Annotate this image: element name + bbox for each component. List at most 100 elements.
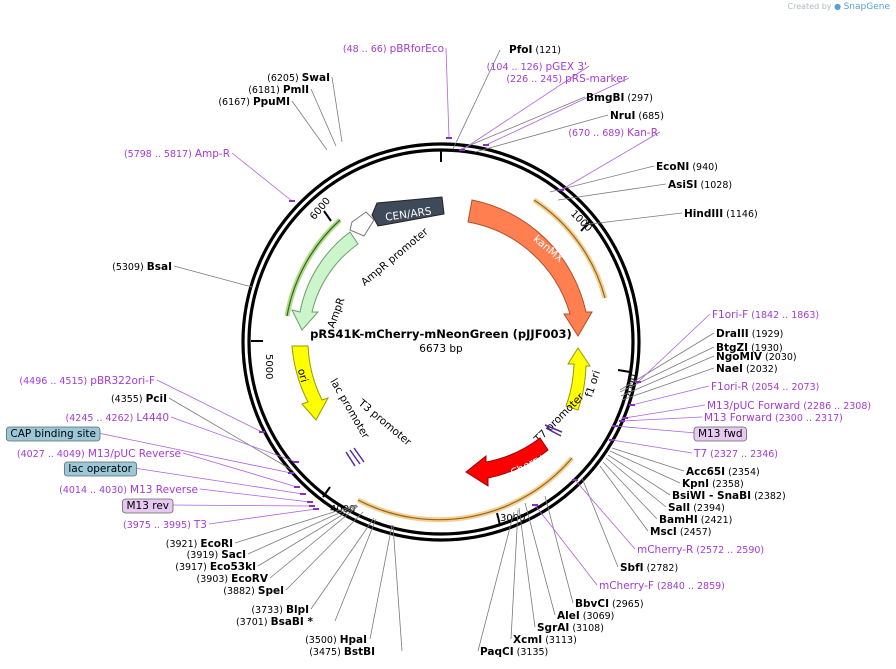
site-label-msci: MscI (2457) xyxy=(650,526,711,538)
site-label-bsai: (5309) BsaI xyxy=(112,261,172,273)
site-label-alei: AleI (3069) xyxy=(557,610,614,622)
site-label-pfoi: PfoI (121) xyxy=(509,44,561,56)
site-label-naei: NaeI (2032) xyxy=(716,363,778,375)
feature-ori: ori xyxy=(291,345,330,421)
primer-label-m13-puc-forward: M13/pUC Forward (2286 .. 2308) xyxy=(707,400,871,412)
site-leader-line xyxy=(607,454,671,496)
feature-label-ampr-promoter: AmpR promoter xyxy=(359,225,431,288)
site-leader-line xyxy=(544,495,574,604)
site-label-econi: EcoNI (940) xyxy=(656,161,718,173)
site-leader-line xyxy=(331,76,343,143)
primer-leader-line xyxy=(97,432,292,474)
primer-leader-line xyxy=(156,379,263,433)
site-label-nrui: NruI (685) xyxy=(610,110,664,122)
site-label-ngomiv: NgoMIV (2030) xyxy=(716,351,797,363)
primer-leader-line xyxy=(611,439,693,454)
snapgene-credit: Created by ● SnapGene xyxy=(788,2,891,12)
site-leader-line xyxy=(524,502,556,616)
leader-lines xyxy=(97,47,715,652)
primer-label-m13-fwd: M13 fwd xyxy=(698,428,743,440)
primer-label-f1ori-r: F1ori-R (2054 .. 2073) xyxy=(711,381,819,393)
site-leader-line xyxy=(477,511,515,652)
site-leader-line xyxy=(619,332,715,391)
feature-box-lac-operator xyxy=(63,461,138,477)
site-leader-line xyxy=(452,49,501,150)
feature-cen-ars: CEN/ARS xyxy=(371,196,445,227)
site-label-acc65i: Acc65I (2354) xyxy=(686,466,760,478)
primer-leader-line xyxy=(621,416,703,422)
primer-label-m13-puc-reverse: (4027 .. 4049) M13/pUC Reverse xyxy=(17,448,181,460)
site-leader-line xyxy=(621,367,715,401)
tick-5000: 5000 xyxy=(263,354,274,379)
credit-brand: SnapGene xyxy=(843,2,890,12)
primer-leader-line xyxy=(208,508,317,525)
primer-label-lac-operator: lac operator xyxy=(68,463,132,475)
site-leader-line xyxy=(334,518,377,622)
site-label-saci: (3919) SacI xyxy=(187,549,246,561)
primer-label-f1ori-f: F1ori-F (1842 .. 1863) xyxy=(712,309,819,321)
site-leader-line xyxy=(557,183,667,201)
primer-leader-line xyxy=(199,488,311,503)
primer-label-t3: (3975 .. 3995) T3 xyxy=(123,519,207,531)
primer-label-t7: T7 (2327 .. 2346) xyxy=(693,448,778,460)
site-label-blpi: (3733) BlpI xyxy=(251,604,309,616)
primer-label-prs-marker: (226 .. 245) pRS-marker xyxy=(506,73,627,85)
feature-label-f1-ori: f1 ori xyxy=(583,369,603,399)
site-leader-line xyxy=(474,114,609,153)
site-label-asisi: AsiSI (1028) xyxy=(668,179,732,191)
primer-labels: (48 .. 66) pBRforEco (104 .. 126) pGEX 3'… xyxy=(5,43,871,592)
site-leader-line xyxy=(611,447,685,472)
site-label-ecori: (3921) EcoRI xyxy=(166,538,233,550)
site-label-xcmi: XcmI (3113) xyxy=(513,634,577,646)
site-label-ppumi: (6167) PpuMI xyxy=(218,96,290,108)
primer-leader-line xyxy=(631,385,710,406)
site-label-hindiii: HindIII (1146) xyxy=(684,208,758,220)
site-leader-line xyxy=(605,457,667,508)
site-leader-line xyxy=(285,511,364,591)
scale-ticks xyxy=(251,150,631,526)
feature-box-cap-binding-site xyxy=(5,426,101,442)
site-label-kpni: KpnI (2358) xyxy=(682,478,744,490)
site-label-bamhi: BamHI (2421) xyxy=(659,514,732,526)
primer-leader-line xyxy=(574,479,636,550)
primer-label-pbr322ori-f: (4496 .. 4515) pBR322ori-F xyxy=(19,375,155,387)
site-leader-line xyxy=(269,505,359,579)
site-label-sbfi: SbfI (2782) xyxy=(620,562,678,574)
credit-prefix: Created by xyxy=(787,2,832,11)
orf-arcs xyxy=(284,197,608,523)
site-label-bsabi: (3701) BsaBI * xyxy=(236,616,314,628)
primer-label-mcherry-f: mCherry-F (2840 .. 2859) xyxy=(599,580,725,592)
primer-label-m13-rev: M13 rev xyxy=(126,500,169,512)
site-leader-line xyxy=(168,397,293,471)
site-leader-line xyxy=(510,509,519,640)
site-label-swai: (6205) SwaI xyxy=(267,72,330,84)
site-label-pcii: (4355) PciI xyxy=(111,393,167,405)
site-label-btgzi: BtgZI (1930) xyxy=(716,342,783,354)
primer-label-pgex-3: (104 .. 126) pGEX 3' xyxy=(487,61,587,73)
primer-leader-line xyxy=(133,467,304,495)
site-leader-line xyxy=(392,524,403,652)
primer-leader-line xyxy=(461,65,590,151)
primer-leader-line xyxy=(182,452,298,488)
plasmid-name: pRS41K-mCherry-mNeonGreen (pJJF003) xyxy=(310,327,572,341)
site-leader-line xyxy=(581,212,683,226)
primer-leader-line xyxy=(614,425,697,434)
primer-label-pbrforeco: (48 .. 66) pBRforEco xyxy=(343,43,444,55)
feature-ampr: AmpR xyxy=(291,231,359,331)
site-leader-line xyxy=(518,507,536,628)
snapgene-logo-icon: ● xyxy=(834,2,842,11)
primer-label-amp-r: (5798 .. 5817) Amp-R xyxy=(124,148,230,160)
primer-label-kan-r: (670 .. 689) Kan-R xyxy=(568,127,658,139)
feature-mcherry: mCherry xyxy=(465,437,549,487)
site-label-sali: SalI (2394) xyxy=(668,502,725,514)
primer-leader-line xyxy=(485,77,630,146)
site-leader-line xyxy=(310,517,375,610)
site-label-bsiwi-snabi: BsiWI - SnaBI (2382) xyxy=(672,490,786,502)
feature-label-ori: ori xyxy=(295,367,310,383)
site-leader-line xyxy=(460,96,586,150)
primer-leader-line xyxy=(637,313,711,383)
site-leader-line xyxy=(310,88,337,147)
site-leader-line xyxy=(609,450,681,484)
primer-leader-line xyxy=(624,404,706,419)
